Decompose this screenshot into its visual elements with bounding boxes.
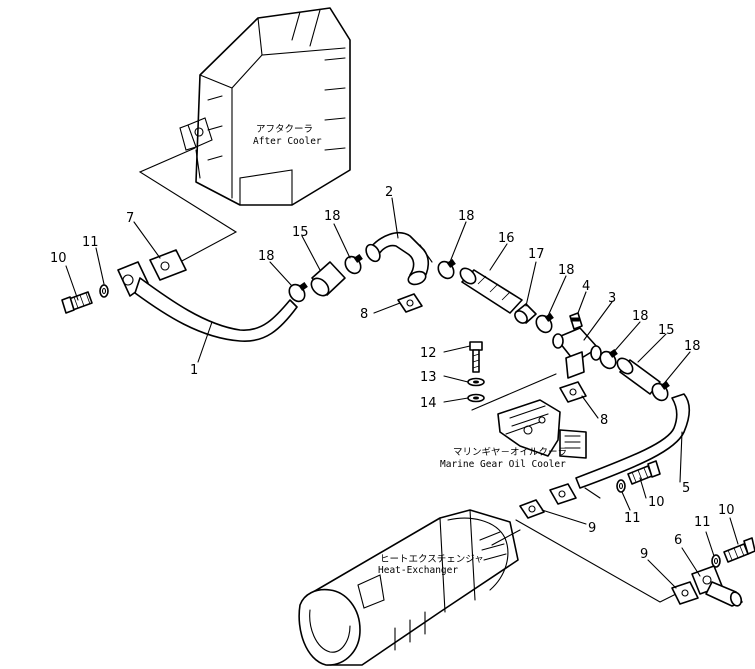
callout-8: 8: [360, 307, 368, 322]
hose-16: [459, 267, 523, 314]
washer-11-lower: [711, 554, 721, 568]
clamp-18-b: [344, 253, 363, 275]
heat-exchanger-label-en: Heat-Exchanger: [378, 565, 458, 576]
gasket-8-lower: [559, 381, 587, 403]
callout-18: 18: [458, 209, 475, 224]
callout-18: 18: [558, 263, 575, 278]
callout-15: 15: [658, 323, 675, 338]
callout-4: 4: [582, 279, 590, 294]
after-cooler-label-en: After Cooler: [253, 136, 322, 147]
marine-gear-oil-cooler: [497, 399, 587, 459]
hose-15-b: [616, 357, 661, 395]
callout-18: 18: [684, 339, 701, 354]
callout-12: 12: [420, 346, 437, 361]
clamp-18-e: [599, 348, 618, 370]
callout-10: 10: [718, 503, 735, 518]
callout-13: 13: [420, 370, 437, 385]
washer-11-center: [616, 479, 626, 493]
callout-5: 5: [682, 481, 690, 496]
tee-connector-3: [552, 327, 602, 379]
lock-washer-13: [467, 377, 485, 387]
flange-gasket-9: [671, 581, 699, 605]
callout-18: 18: [258, 249, 275, 264]
pipe-5: [549, 393, 691, 505]
clamp-18-d: [535, 312, 554, 334]
bolt-10-center: [627, 460, 661, 485]
heat-exchanger: [298, 499, 545, 666]
bolt-12: [469, 341, 483, 373]
marine-cooler-label-en: Marine Gear Oil Cooler: [440, 459, 566, 470]
clamp-18-a: [288, 281, 308, 303]
callout-11: 11: [624, 511, 641, 526]
sleeve-17: [514, 303, 537, 324]
callout-17: 17: [528, 247, 545, 262]
callout-10: 10: [648, 495, 665, 510]
gasket-8-upper: [397, 293, 423, 313]
callout-3: 3: [608, 291, 616, 306]
callout-numbers: 10 11 7 1 18 15 18 2 8 18 16 17 18 4 3 1…: [50, 185, 735, 562]
bolt-10-left: [61, 291, 93, 314]
heat-exchanger-label-jp: ヒートエクスチェンジャ: [380, 554, 484, 565]
after-cooler: [179, 7, 351, 206]
washer-14: [467, 393, 485, 403]
hose-15-a: [310, 261, 346, 297]
callout-18: 18: [632, 309, 649, 324]
callout-1: 1: [190, 363, 198, 378]
pipe-6: [691, 565, 743, 607]
marine-cooler-label-jp: マリンギヤ－オイルクーラ: [453, 447, 567, 458]
callout-18: 18: [324, 209, 341, 224]
callout-15: 15: [292, 225, 309, 240]
bolt-10-lower: [723, 537, 755, 563]
callout-11: 11: [694, 515, 711, 530]
flange-gasket-7: [149, 249, 187, 281]
callout-16: 16: [498, 231, 515, 246]
callout-7: 7: [126, 211, 134, 226]
clamp-18-f: [651, 380, 670, 402]
callout-11: 11: [82, 235, 99, 250]
washer-11-left: [99, 284, 109, 298]
after-cooler-label-jp: アフタクーラ: [256, 124, 313, 135]
callout-8: 8: [600, 413, 608, 428]
elbow-pipe-2: [365, 232, 433, 286]
plug-4: [569, 312, 583, 330]
callout-9: 9: [588, 521, 596, 536]
callout-10: 10: [50, 251, 67, 266]
callout-14: 14: [420, 396, 437, 411]
callout-6: 6: [674, 533, 682, 548]
pipe-1: [117, 261, 298, 342]
leader-lines: [65, 197, 739, 589]
callout-2: 2: [385, 185, 393, 200]
clamp-18-c: [437, 258, 456, 280]
callout-9: 9: [640, 547, 648, 562]
